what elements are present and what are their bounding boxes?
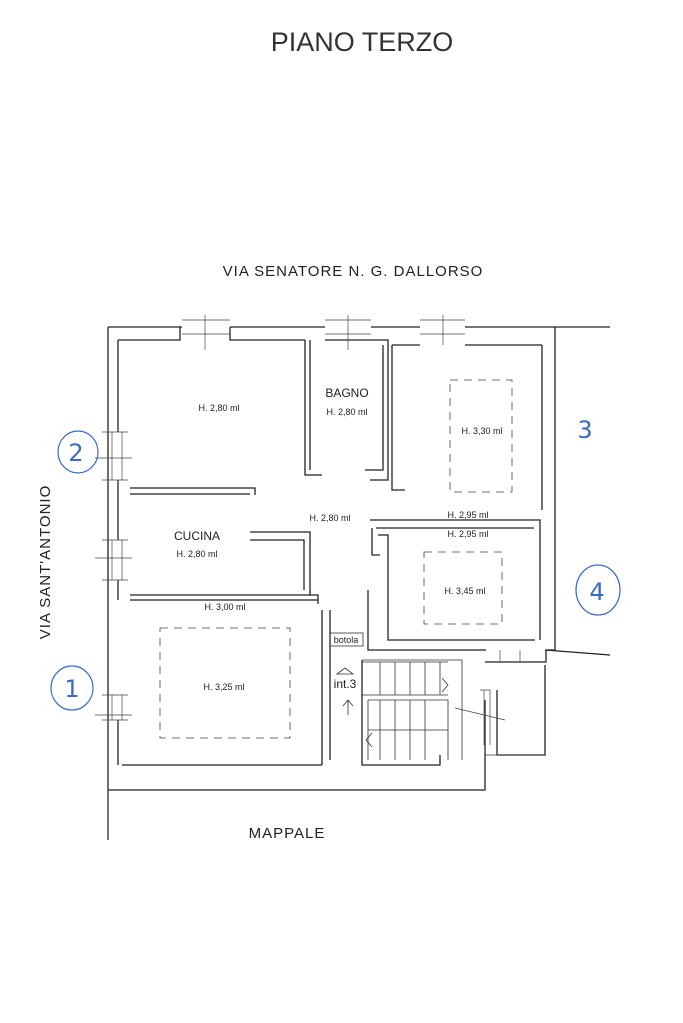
annotation-3: 3 [577, 416, 592, 444]
interior-walls [130, 339, 541, 766]
annotation-3-text: 3 [577, 416, 592, 444]
ceiling-outlines [159, 379, 513, 739]
room-e-top-height: H. 2,95 ml [447, 529, 488, 539]
street-south-label: MAPPALE [249, 825, 326, 842]
room-ne-height: H. 3,30 ml [461, 426, 502, 436]
street-west-label: VIA SANT'ANTONIO [37, 485, 54, 639]
hatch-box [329, 632, 364, 647]
corridor-height: H. 3,00 ml [204, 602, 245, 612]
windows [95, 315, 521, 745]
intercom-label: int.3 [334, 677, 357, 691]
outer-walls [107, 326, 611, 840]
staircase [335, 659, 463, 760]
annotation-1-text: 1 [64, 675, 79, 703]
room-sw-height: H. 3,25 ml [203, 682, 244, 692]
hatch-label: botola [334, 635, 359, 645]
hall-height: H. 2,80 ml [309, 513, 350, 523]
room-nw-height: H. 2,80 ml [198, 403, 239, 413]
cucina-label: CUCINA [174, 529, 220, 543]
bagno-height: H. 2,80 ml [326, 407, 367, 417]
annotation-4-text: 4 [589, 578, 604, 606]
room-e-height: H. 3,45 ml [444, 586, 485, 596]
page-title: PIANO TERZO [271, 27, 454, 57]
balcony-height: H. 2,95 ml [447, 510, 488, 520]
annotation-4: 4 [575, 564, 621, 616]
street-north-label: VIA SENATORE N. G. DALLORSO [223, 263, 484, 280]
cucina-height: H. 2,80 ml [176, 549, 217, 559]
boundary-lines [107, 754, 545, 840]
bagno-label: BAGNO [325, 386, 368, 400]
annotation-2: 2 [57, 430, 99, 474]
annotation-1: 1 [50, 665, 94, 711]
annotation-2-text: 2 [68, 439, 83, 467]
